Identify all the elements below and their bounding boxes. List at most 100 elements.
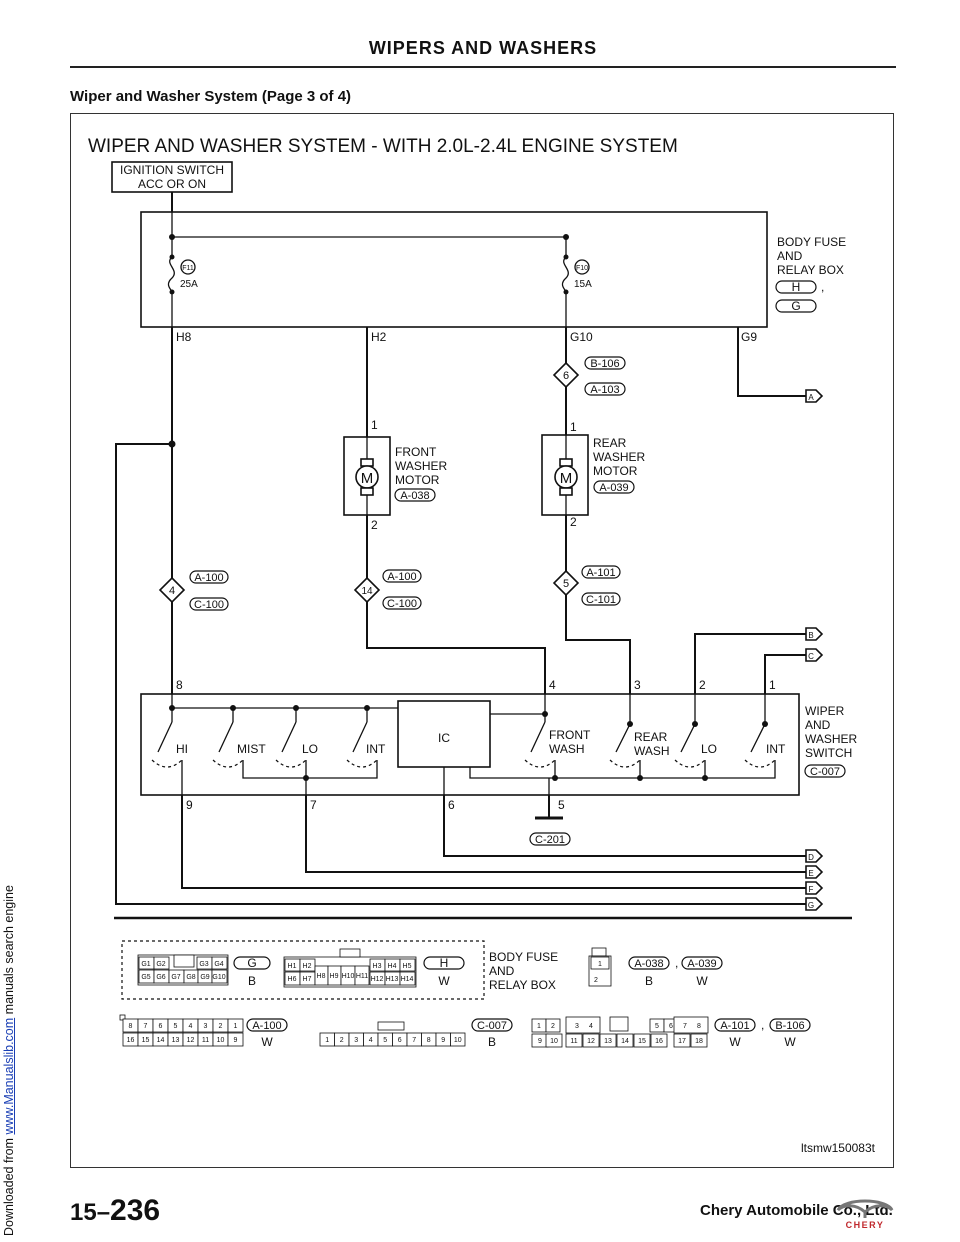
legend-c007-pill [471, 1018, 513, 1032]
connector-pin-number: 10 [550, 1038, 558, 1045]
fuse-f11-symbol [167, 256, 175, 293]
connector-pin-number: 2 [219, 1023, 223, 1030]
connector-pin-number: 5 [174, 1023, 178, 1030]
connector-pin-number: 7 [412, 1037, 416, 1044]
connector-pin-number: 9 [538, 1038, 542, 1045]
g-pin: G10 [212, 974, 225, 981]
connector-pin-number: 2 [551, 1023, 555, 1030]
flag-a [805, 389, 824, 403]
terminal-g10: G10 [570, 330, 593, 344]
connector-c101: C-101 [586, 594, 616, 606]
switch-int-2: INT [766, 742, 786, 756]
flag-b [805, 627, 824, 641]
conn-pill-a038 [394, 488, 436, 502]
contact-blade [680, 723, 696, 753]
fuse-f10-badge [574, 259, 590, 275]
wire-to-f [181, 795, 806, 889]
legend-a100: A-100 [252, 1020, 281, 1032]
legend-motor-connector: 1 2 [588, 947, 612, 987]
wire-to-c [764, 654, 806, 694]
fuse-f10-id: F10 [576, 265, 588, 272]
conn-pill-c101 [581, 592, 621, 606]
switch-lo-2: LO [701, 742, 717, 756]
terminal-h8: H8 [176, 330, 192, 344]
connector-pin-number: 7 [683, 1023, 687, 1030]
logo-mark [836, 1199, 894, 1215]
motor-brush [360, 458, 374, 467]
fuse-f11-id: F11 [182, 265, 194, 272]
page-number-value: 236 [110, 1194, 161, 1227]
fuse-box-label-2: AND [777, 249, 803, 263]
switch-label-1: WIPER [805, 704, 845, 718]
flag-g-label: G [808, 901, 814, 910]
switch-contacts-right [524, 721, 776, 768]
switch-rear-wash-2: WASH [634, 744, 670, 758]
connector-pin-number: 6 [669, 1023, 673, 1030]
flag-f [805, 881, 824, 895]
connector-cavity [690, 1033, 708, 1048]
connector-pin-number: 8 [129, 1023, 133, 1030]
switch-node [637, 775, 643, 781]
connector-b106: B-106 [590, 358, 619, 370]
wire-to-g [115, 443, 806, 905]
connector-pin-number: 13 [604, 1038, 612, 1045]
connector-pin-number: 14 [157, 1037, 165, 1044]
fuse-box-label-3: RELAY BOX [777, 263, 844, 277]
legend-a038: A-038 [634, 958, 663, 970]
rear-motor-connector: A-039 [599, 482, 628, 494]
connector-cavity [565, 1033, 583, 1048]
switch-label-3: WASHER [805, 732, 858, 746]
legend-h-pill [423, 956, 465, 970]
connector-cavity [227, 1018, 244, 1033]
chery-logo: CHERY [836, 1199, 894, 1230]
g-pin: G3 [199, 961, 208, 968]
legend-h-color: W [438, 974, 450, 988]
legend-a101-pill [714, 1018, 756, 1032]
legend-motor-comma: , [675, 956, 678, 970]
connector-pin-number: 2 [340, 1037, 344, 1044]
connector-pin-number: 3 [354, 1037, 358, 1044]
bus-junction [169, 234, 175, 240]
ic-box [397, 700, 491, 768]
ignition-label-2: ACC OR ON [138, 177, 206, 191]
contact-arc [609, 759, 641, 768]
g-pin: G1 [141, 961, 150, 968]
diagram-title: WIPER AND WASHER SYSTEM - WITH 2.0L-2.4L… [88, 136, 678, 157]
legend-g-name: G [247, 956, 256, 970]
h-pin: H13 [386, 976, 399, 983]
contact-arc [212, 759, 244, 768]
h-pin: H5 [403, 963, 412, 970]
front-motor-pin2: 2 [371, 518, 378, 532]
legend-a039-color: W [696, 974, 708, 988]
legend-b106-pill [769, 1018, 811, 1032]
legend-a038-pill [628, 956, 670, 970]
rear-motor-pin2: 2 [570, 515, 577, 529]
switch-pin-4: 4 [549, 678, 556, 692]
legend-g-connector: G1 G2 G3 G4 G5 G6 G7 G8 G9 G10 [137, 954, 229, 986]
connector-pin-number: 1 [325, 1037, 329, 1044]
legend-h-connector: H1 H2 H3 H4 H5 H6 H7 H8 H9 H10 H11 H12 H… [283, 948, 417, 988]
fuse-box-label-1: BODY FUSE [777, 235, 846, 249]
g-pin: G6 [156, 974, 165, 981]
h-pin: H4 [388, 963, 397, 970]
connector-pin-number: 15 [142, 1037, 150, 1044]
g-pin: G4 [214, 961, 223, 968]
switch-pin-7: 7 [310, 798, 317, 812]
switch-contacts-left [151, 721, 378, 768]
flag-f-label: F [809, 885, 814, 894]
connector-pin-number: 9 [234, 1037, 238, 1044]
right-ground-bus [469, 760, 776, 779]
connector-pin-number: 8 [427, 1037, 431, 1044]
connector-pin-number: 15 [638, 1038, 646, 1045]
fuse-f10-rating: 15A [574, 279, 592, 290]
motor-pin: 1 [598, 961, 602, 968]
switch-connector: C-007 [810, 766, 840, 778]
fuse-f11-badge [180, 259, 196, 275]
header-divider [70, 66, 896, 68]
motor-brush [559, 458, 573, 467]
terminal-h2: H2 [371, 330, 387, 344]
fuse-f11-rating: 25A [180, 279, 198, 290]
g-pin: G7 [171, 974, 180, 981]
legend-g-color: B [248, 974, 256, 988]
